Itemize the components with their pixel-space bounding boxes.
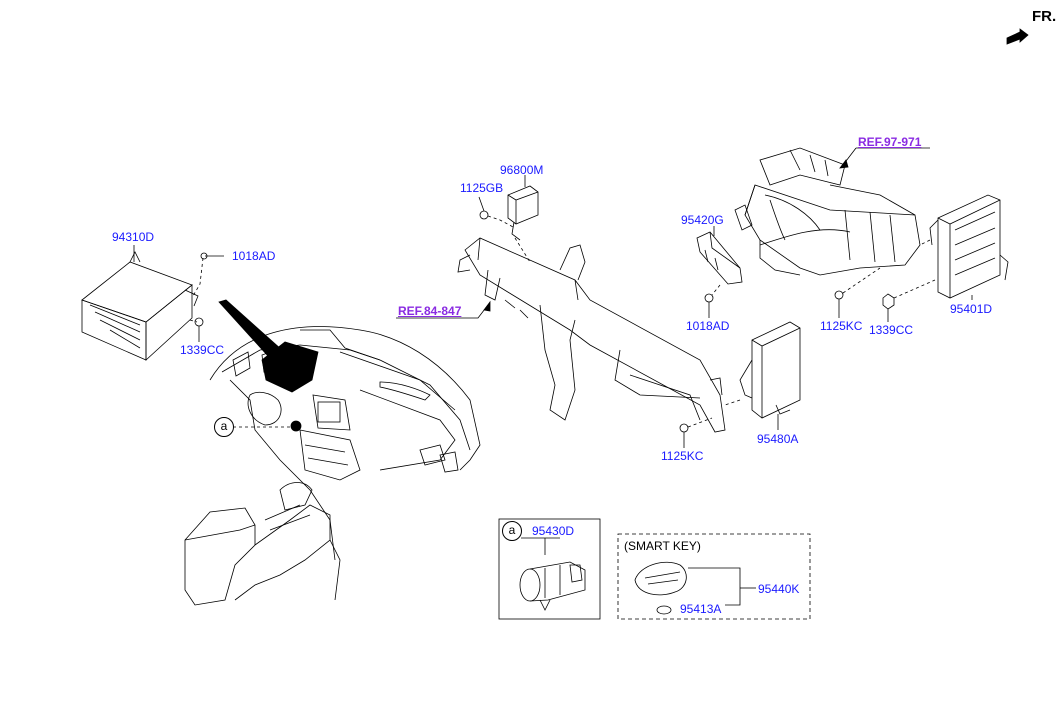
pointer-wedge bbox=[218, 299, 283, 357]
part-label-95480A[interactable]: 95480A bbox=[757, 432, 799, 446]
part-label-95440K[interactable]: 95440K bbox=[758, 582, 800, 596]
detail-box-frame bbox=[498, 518, 601, 620]
part-label-1018AD-left[interactable]: 1018AD bbox=[232, 249, 276, 263]
part-label-95420G[interactable]: 95420G bbox=[681, 213, 724, 227]
part-label-1339CC-left[interactable]: 1339CC bbox=[180, 343, 225, 357]
highlighted-unit bbox=[261, 341, 319, 393]
dashboard-drawing bbox=[184, 326, 481, 606]
part-95401D-drawing bbox=[929, 194, 1009, 299]
part-label-94310D[interactable]: 94310D bbox=[112, 230, 155, 244]
part-label-95401D[interactable]: 95401D bbox=[950, 302, 993, 316]
part-label-1125KC-low[interactable]: 1125KC bbox=[661, 449, 704, 463]
part-95480A-drawing bbox=[739, 321, 801, 419]
hvac-unit-drawing bbox=[734, 147, 921, 276]
front-arrow-icon bbox=[1006, 28, 1029, 45]
part-label-96800M[interactable]: 96800M bbox=[500, 163, 544, 177]
reference-label-84-847[interactable]: REF.84-847 bbox=[398, 304, 462, 318]
part-95420G-drawing bbox=[696, 231, 743, 285]
front-orientation-label: FR. bbox=[1032, 8, 1057, 25]
start-button-drawing bbox=[519, 561, 586, 611]
smart-key-box-frame bbox=[617, 533, 811, 620]
part-label-95430D[interactable]: 95430D bbox=[532, 524, 575, 538]
battery-drawing bbox=[656, 605, 672, 615]
callout-marker-a[interactable]: a bbox=[214, 417, 234, 437]
reference-label-97-971[interactable]: REF.97-971 bbox=[858, 135, 922, 149]
smart-key-drawing bbox=[634, 561, 687, 596]
smart-key-box-title: (SMART KEY) bbox=[624, 539, 701, 553]
part-label-1018AD-mid[interactable]: 1018AD bbox=[686, 319, 730, 333]
part-label-1125GB[interactable]: 1125GB bbox=[460, 181, 504, 195]
part-94310D-drawing bbox=[81, 251, 199, 361]
part-96800M-drawing bbox=[507, 185, 539, 241]
detail-box-marker-a: a bbox=[502, 521, 522, 541]
part-label-95413A[interactable]: 95413A bbox=[680, 602, 722, 616]
crossbar-drawing bbox=[457, 237, 726, 433]
part-label-1125KC-right[interactable]: 1125KC bbox=[820, 319, 863, 333]
part-label-1339CC-right[interactable]: 1339CC bbox=[869, 323, 914, 337]
